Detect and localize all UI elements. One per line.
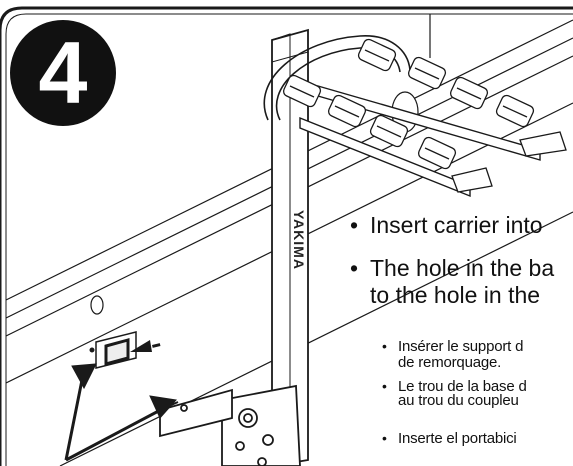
instruction-en-2-text-line1: The hole in the ba	[370, 255, 555, 281]
arm-end-cap-1	[451, 167, 493, 193]
instruction-fr-1-text-line1: Insérer le support d	[398, 338, 524, 355]
instruction-fr-2: • Le trou de la base d	[382, 378, 527, 395]
instruction-en-2: • The hole in the ba	[350, 255, 555, 282]
yakima-logo: YAKIMA	[291, 210, 307, 270]
instruction-fr-2-text-line1: Le trou de la base d	[398, 378, 527, 395]
bike-cradles	[282, 38, 567, 193]
bullet-icon: •	[382, 378, 387, 394]
instruction-fr-2-text-line2: au trou du coupleu	[398, 392, 519, 409]
cradle-5	[357, 38, 397, 72]
panel-inner-frame	[5, 13, 573, 466]
bullet-icon: •	[350, 212, 359, 238]
arm-end-cap-2	[519, 131, 567, 157]
bullet-icon: •	[382, 338, 387, 354]
instruction-en-2-text-line2: to the hole in the	[370, 282, 541, 308]
callout-arrows	[64, 363, 177, 462]
instruction-fr-2-line2: au trou du coupleu	[398, 392, 519, 409]
hitch-receiver	[89, 91, 419, 369]
cradle-2	[327, 94, 367, 128]
bullet-icon: •	[350, 255, 359, 281]
panel-frame	[0, 6, 573, 466]
cradle-8	[495, 94, 535, 128]
cradle-6	[407, 56, 447, 90]
insertion-arrow	[130, 340, 161, 352]
instruction-es-1: • Inserte el portabici	[382, 430, 517, 447]
instruction-fr-1: • Insérer le support d	[382, 338, 524, 355]
carrier-arms	[299, 85, 541, 198]
instruction-fr-1-line2: de remorquage.	[398, 354, 502, 371]
cradle-4	[417, 136, 457, 170]
instruction-es-1-text: Inserte el portabici	[398, 430, 517, 447]
cradle-1	[282, 74, 322, 108]
step-number-badge: 4	[10, 20, 116, 126]
carrier-mast	[159, 28, 309, 466]
cradle-7	[449, 76, 489, 110]
instruction-fr-1-text-line2: de remorquage.	[398, 354, 502, 371]
instruction-en-1: • Insert carrier into	[350, 212, 543, 239]
bullet-icon: •	[382, 430, 387, 446]
cradle-3	[369, 114, 409, 148]
instruction-en-1-text: Insert carrier into	[370, 212, 543, 238]
instruction-en-2-line2: to the hole in the	[370, 282, 540, 309]
